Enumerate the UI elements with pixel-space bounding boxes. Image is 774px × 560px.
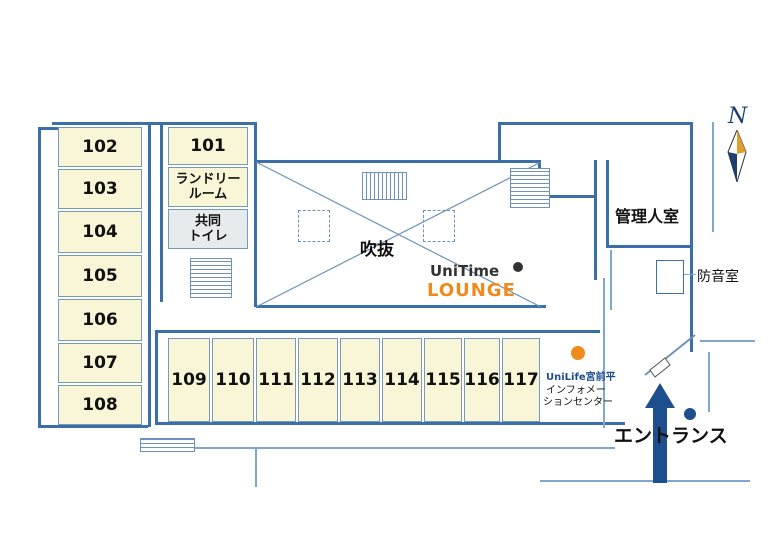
compass-blue (728, 152, 737, 182)
wall-mgmt-right (690, 122, 693, 352)
wall-right-ext-vertical (712, 122, 714, 232)
room-103-label: 103 (82, 179, 118, 199)
room-110: 110 (212, 338, 254, 422)
laundry-room: ランドリー ルーム (168, 167, 248, 207)
room-105: 105 (58, 255, 142, 297)
atrium-diag-2 (256, 162, 541, 307)
wall-top-rooms (52, 122, 256, 125)
room-107: 107 (58, 343, 142, 383)
entrance-arrow-icon (645, 383, 675, 483)
wall-101-right (254, 122, 257, 307)
compass-arrow-icon (727, 130, 747, 182)
wall-atrium-top (254, 160, 539, 163)
room-111-label: 111 (258, 370, 294, 390)
compass-gold (737, 130, 746, 154)
room-114-label: 114 (384, 370, 420, 390)
room-108: 108 (58, 385, 142, 425)
room-109-label: 109 (171, 370, 207, 390)
info-center-logo-icon (571, 346, 585, 360)
room-117-label: 117 (503, 370, 539, 390)
soundproof-label: 防音室 (697, 269, 739, 285)
wall-bottom-rooms (155, 422, 625, 425)
wall-right-ext-lower (708, 352, 710, 412)
info-center-label-1: インフォメー (546, 385, 606, 396)
room-106-label: 106 (82, 310, 118, 330)
room-111: 111 (256, 338, 296, 422)
entrance-door (644, 334, 696, 378)
wall-right-ext (700, 340, 755, 342)
wall-mgmt-left-top (498, 122, 501, 162)
outer-wall-bottom-left (38, 425, 148, 428)
info-center-name: UniLife宮前平 (546, 372, 616, 383)
room-101: 101 (168, 127, 248, 165)
wall-101-left (160, 122, 163, 302)
room-110-label: 110 (215, 370, 251, 390)
wall-bottom-tick (255, 447, 257, 487)
room-103: 103 (58, 169, 142, 209)
room-113: 113 (340, 338, 380, 422)
info-center-label-2: ションセンター (543, 397, 613, 408)
room-107-label: 107 (82, 353, 118, 373)
room-112-label: 112 (300, 370, 336, 390)
wall-core-mid (538, 195, 596, 198)
outer-wall-top-left (38, 127, 58, 130)
wall-soundproof-left (610, 250, 612, 310)
lounge-name: UniTime (430, 262, 500, 280)
room-115-label: 115 (425, 370, 461, 390)
toilet-label-1: 共同 (194, 214, 221, 229)
stairs-left (190, 258, 232, 298)
wall-corridor-bottom-rooms (155, 330, 600, 333)
room-116-label: 116 (464, 370, 500, 390)
wall-bottom-line (195, 447, 615, 449)
room-109: 109 (168, 338, 210, 422)
room-101-label: 101 (190, 136, 226, 156)
lounge-logo-text: LOUNGE (427, 280, 516, 301)
wall-mgmt-bottom (608, 245, 693, 248)
wall-mgmt-top (498, 122, 693, 125)
room-105-label: 105 (82, 266, 118, 286)
toilet-label-2: トイレ (188, 229, 228, 244)
laundry-label-2: ルーム (188, 187, 228, 202)
steps-bottom (140, 438, 195, 452)
wall-info-right (603, 278, 605, 428)
shared-toilet: 共同 トイレ (168, 209, 248, 249)
soundproof-room (656, 260, 684, 294)
room-108-label: 108 (82, 395, 118, 415)
stairs-core (510, 168, 550, 208)
void-box-right (423, 210, 455, 242)
entrance-arrow-shape (645, 383, 675, 483)
room-114: 114 (382, 338, 422, 422)
room-106: 106 (58, 299, 142, 341)
room-104-label: 104 (82, 222, 118, 242)
outer-wall-left (38, 127, 41, 427)
wall-corridor-top (256, 305, 546, 308)
room-112: 112 (298, 338, 338, 422)
entrance-person-icon (684, 408, 696, 420)
stairs-atrium (362, 172, 407, 200)
door-leaf (649, 357, 671, 378)
room-115: 115 (424, 338, 462, 422)
room-113-label: 113 (342, 370, 378, 390)
wall-core-right (594, 160, 597, 280)
wall-bottom-ext (540, 480, 750, 482)
entrance-label: エントランス (614, 425, 728, 447)
north-label: N (728, 104, 748, 129)
void-box-left (298, 210, 330, 242)
wall-mgmt-left (606, 160, 609, 248)
atrium-cross (256, 162, 541, 307)
lounge-mascot-icon (513, 262, 523, 272)
room-104: 104 (58, 211, 142, 253)
room-116: 116 (464, 338, 500, 422)
atrium-label: 吹抜 (360, 240, 394, 260)
room-102: 102 (58, 127, 142, 167)
room-117: 117 (502, 338, 540, 422)
laundry-label-1: ランドリー (175, 172, 241, 187)
wall-109-left (155, 330, 158, 425)
soundproof-leader (684, 274, 696, 275)
wall-left-rooms-right (148, 122, 151, 427)
room-102-label: 102 (82, 137, 118, 157)
management-room-label: 管理人室 (615, 207, 680, 226)
